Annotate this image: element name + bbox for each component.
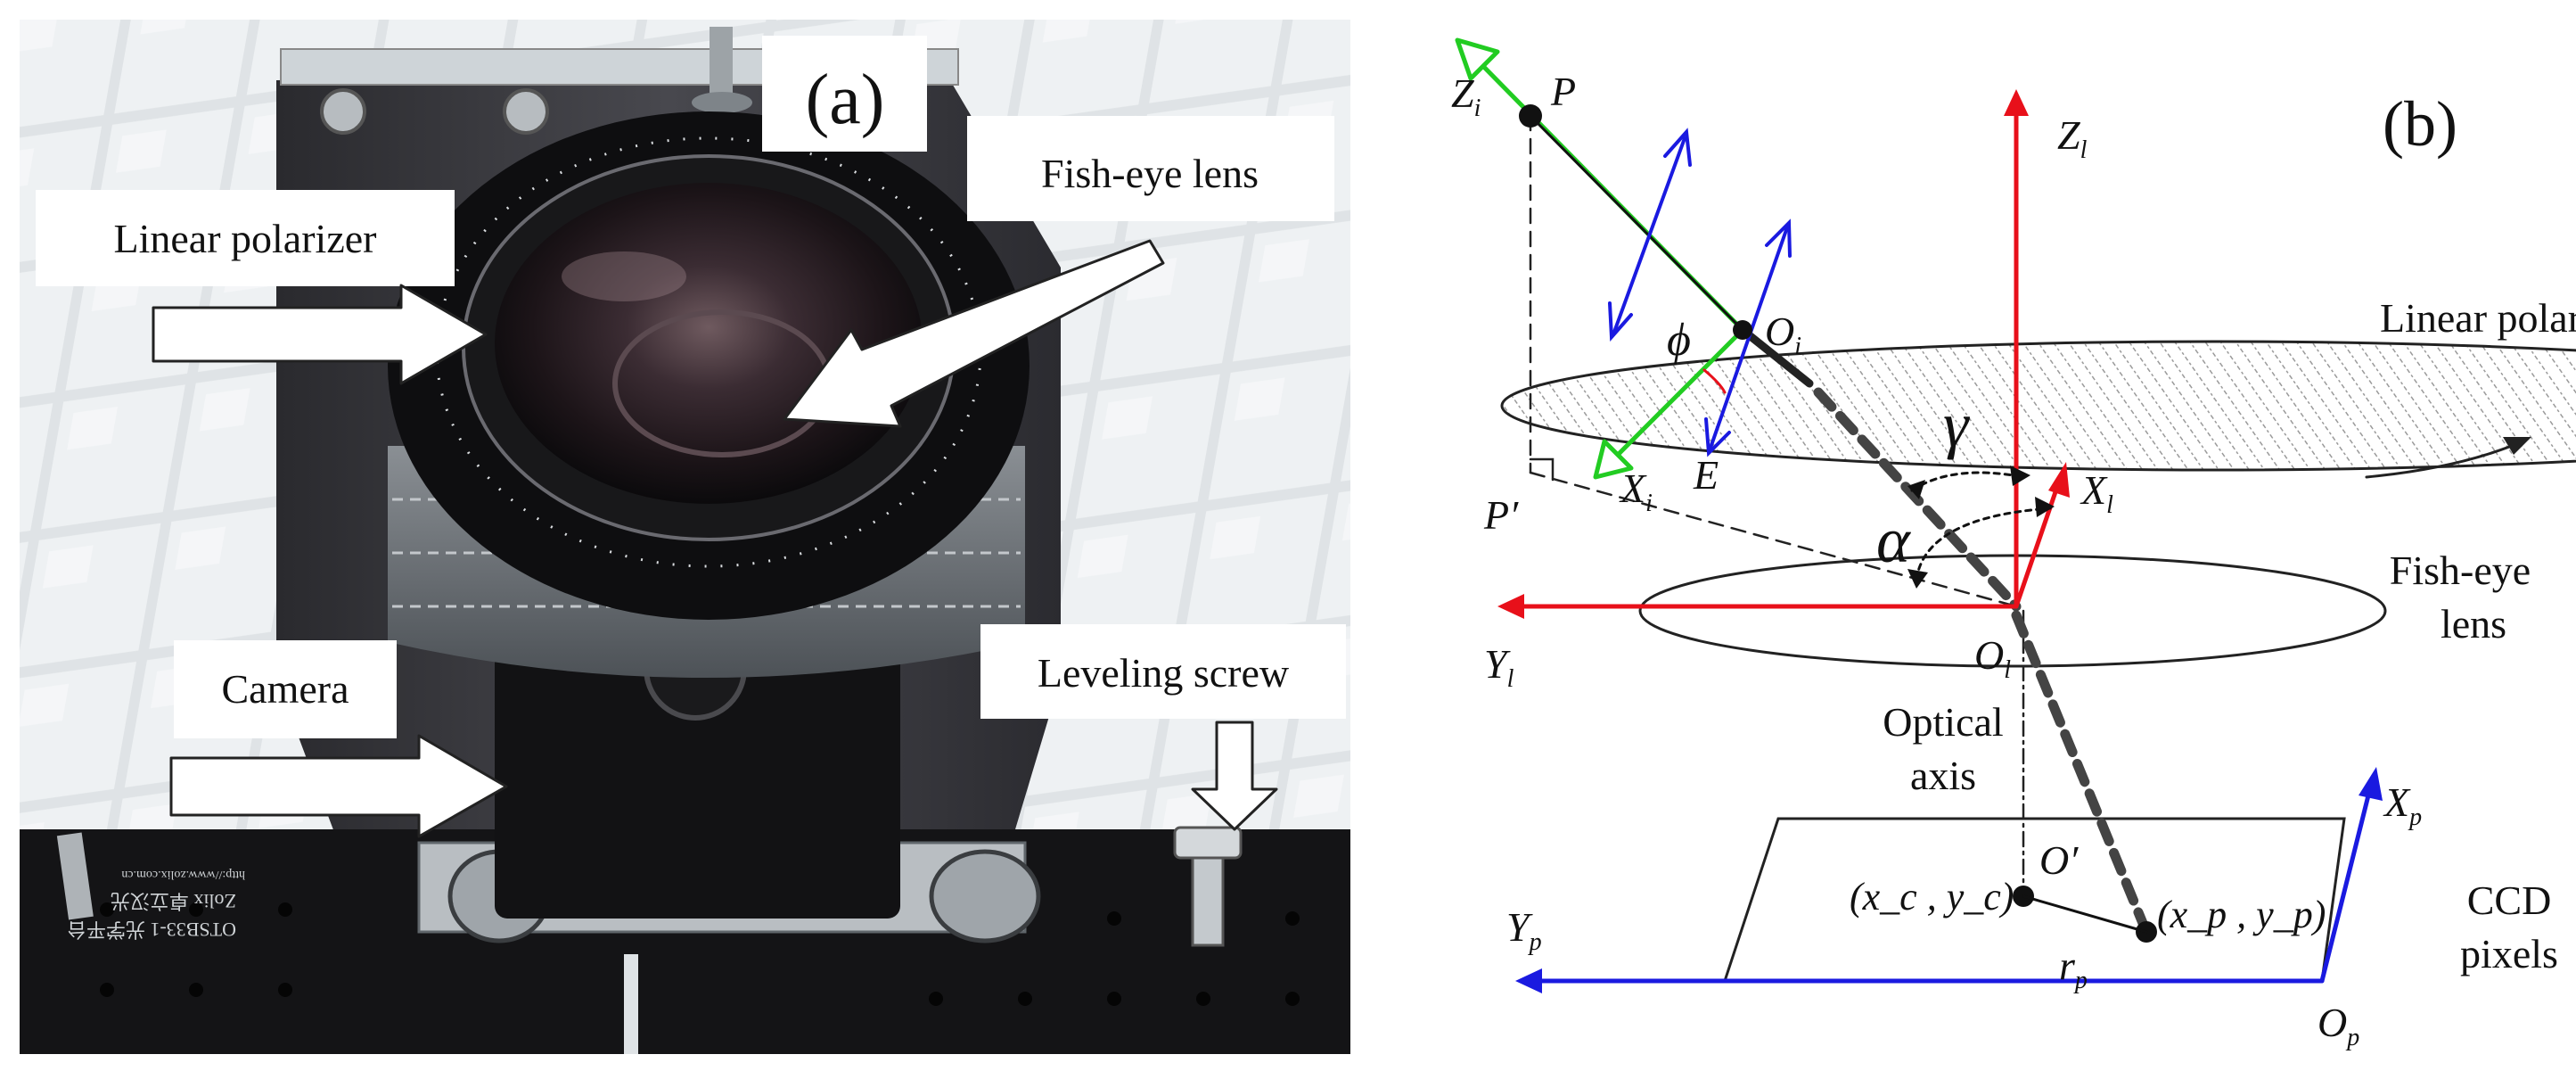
blue-xp-axis [2319,782,2374,984]
e-vector-right-head-top [1765,218,1792,258]
ccd-label-1: CCD [2467,877,2552,923]
leveling-callout-box [980,624,1346,719]
polarizer-arrow [152,284,488,385]
label-xp-yp: (x_p , y_p) [2157,893,2326,936]
plate-screw-2 [503,88,549,135]
clamp-knob-right [929,849,1041,943]
ccd-label-2: pixels [2460,931,2558,976]
e-vector-left-head-bot [1608,301,1633,342]
label-oprime: O′ [2039,837,2079,883]
leveling-arrow [1191,721,1278,831]
stage-text-2: Zolix 卓立汉光 [111,890,236,912]
fisheye-ellipse [1638,554,2387,668]
label-xc-yc: (x_c , y_c) [1850,875,2014,919]
phi-arc [1702,368,1727,394]
green-xi-arrowhead [1593,439,1634,480]
optical-axis-label-2: axis [1910,753,1976,798]
fisheye-callout-box [967,116,1334,221]
label-xl: Xl [2080,467,2113,519]
label-rp: rp [2059,943,2088,994]
red-xl-arrowhead [2048,462,2070,498]
polarizer-rotation-arrow [2365,440,2524,479]
red-xl-axis [2014,479,2062,609]
bolt-left [56,832,94,920]
fisheye-label-2: lens [2441,601,2506,647]
point-oi [1733,320,1752,340]
fisheye-label-1: Fish-eye [2390,548,2531,593]
plate-screw-1 [320,88,366,135]
label-yp: Yp [1506,904,1542,956]
polarizer-rotation-arrowhead [2503,437,2531,455]
label-ol: Ol [1974,632,2011,684]
gamma-arc [1910,471,2025,492]
label-p: P [1550,69,1576,114]
label-oi: Oi [1765,309,1801,360]
red-zl-arrowhead [2004,89,2029,116]
label-yl: Yl [1484,641,1514,693]
optical-axis-label-1: Optical [1883,699,2003,745]
polarizer-label: Linear polarizer [2380,295,2576,341]
fisheye-arrow [783,239,1165,428]
label-alpha: α [1876,505,1911,576]
label-op: Op [2318,1000,2359,1051]
e-vector-left [1612,136,1686,336]
green-zi-arrowhead [1455,37,1500,81]
camera-callout-box [174,640,397,738]
label-zi: Zi [1451,70,1481,122]
gamma-arc-head-left [1907,480,1925,499]
label-pprime: P′ [1483,492,1519,538]
pprime-to-ol-dashed [1529,471,2018,608]
leveling-screw-head [1173,826,1243,860]
e-vector-right-head-bot [1704,417,1731,457]
polarizer-callout-box [36,190,455,286]
blue-xp-arrowhead [2359,767,2383,801]
camera-arrow [169,734,508,838]
gamma-arc-head-right [2010,465,2030,486]
fisheye-callout: Fish-eye lens [1041,151,1259,196]
fisheye-glass [495,183,923,504]
tag-a: (a) [806,61,885,139]
red-yl-arrowhead [1497,594,1524,619]
blue-yp-arrowhead [1515,968,1542,993]
point-p [1519,104,1542,128]
camera-callout: Camera [221,666,349,712]
polarizer-ellipse [1500,340,2576,472]
label-xp: Xp [2383,779,2422,831]
refracted-ray [2011,610,2152,937]
stage-text-1: OTSB33-1 光学平台 [67,919,236,941]
label-e: E [1693,452,1719,498]
cable [624,954,638,1054]
leveling-callout: Leveling screw [1038,650,1290,696]
fisheye-reflection [562,251,686,301]
black-zi-overlay [1529,114,1744,332]
label-gamma: γ [1943,389,1970,460]
right-angle-mark [1529,457,1555,482]
rp-line [2022,894,2148,934]
alpha-arc-head-bottom [1907,569,1928,589]
label-xi: Xi [1619,465,1653,517]
e-vector-left-head-top [1663,128,1692,167]
panel-b: (b) Linear polarizer Fish-eye lens CCD p… [1451,37,2576,1051]
incident-ray-upper [1738,325,1814,388]
stage-label: OTSB33-1 光学平台 Zolix 卓立汉光 http://www.zoli… [67,868,245,941]
stage-text-3: http://www.zolix.com.cn [121,868,245,881]
alpha-arc-head-right [2035,497,2055,517]
polarizer-callout: Linear polarizer [114,216,377,261]
alpha-arc [1915,507,2052,581]
panel-a: OTSB33-1 光学平台 Zolix 卓立汉光 http://www.zoli… [20,20,1350,1054]
tag-a-box [762,36,927,152]
incident-ray [1813,387,2022,612]
label-phi: ϕ [1667,315,1691,366]
label-zl: Zl [2057,112,2088,164]
green-xi-axis [1606,327,1745,466]
e-vector-right [1708,226,1789,452]
tag-b: (b) [2383,88,2457,160]
rod-nut [692,92,752,113]
